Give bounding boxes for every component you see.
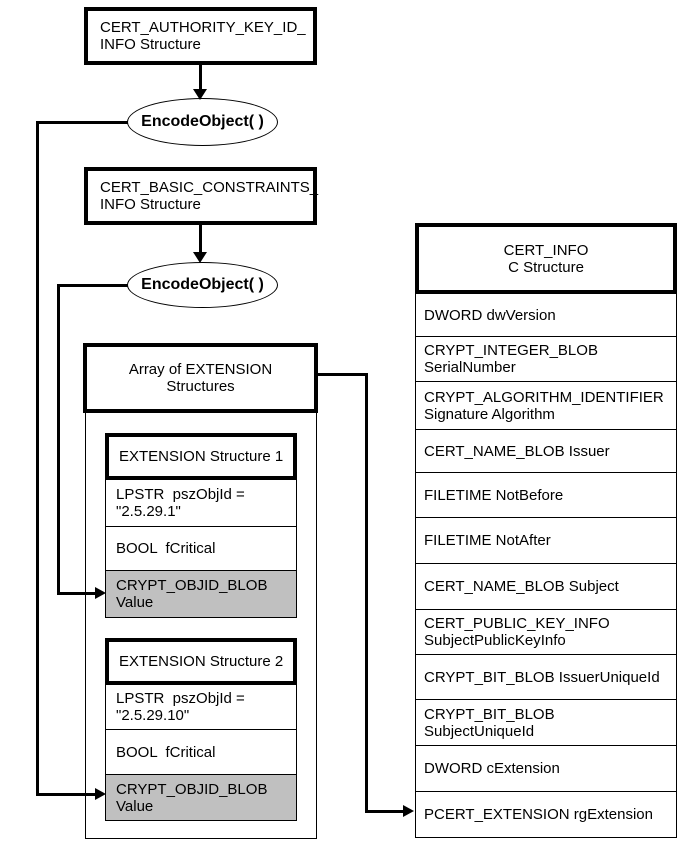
extension-structure-1-table: LPSTR pszObjId = "2.5.29.1" BOOL fCritic… xyxy=(105,480,297,618)
extension1-pszobjid-cell: LPSTR pszObjId = "2.5.29.1" xyxy=(106,480,296,527)
extension-structure-1-header: EXTENSION Structure 1 xyxy=(105,433,297,480)
connector-segment xyxy=(365,373,368,813)
cert-info-header: CERT_INFO C Structure xyxy=(415,223,677,294)
extension2-fcritical-cell: BOOL fCritical xyxy=(106,730,296,775)
cert-info-row-issueruniqueid: CRYPT_BIT_BLOB IssuerUniqueId xyxy=(416,655,676,700)
extension2-pszobjid-cell: LPSTR pszObjId = "2.5.29.10" xyxy=(106,685,296,730)
extension-structure-2-header: EXTENSION Structure 2 xyxy=(105,638,297,685)
connector-segment xyxy=(57,592,96,595)
connector-segment xyxy=(36,121,128,124)
encode-object-ellipse-2: EncodeObject( ) xyxy=(127,262,278,308)
extension-structure-2-table: LPSTR pszObjId = "2.5.29.10" BOOL fCriti… xyxy=(105,685,297,821)
arrow-authority-to-encode1 xyxy=(199,65,202,91)
cert-info-table: DWORD dwVersion CRYPT_INTEGER_BLOB Seria… xyxy=(415,294,677,838)
extension1-value-cell: CRYPT_OBJID_BLOB Value xyxy=(106,571,296,617)
cert-info-row-serialnumber: CRYPT_INTEGER_BLOB SerialNumber xyxy=(416,337,676,382)
cert-info-row-subjectpublickeyinfo: CERT_PUBLIC_KEY_INFO SubjectPublicKeyInf… xyxy=(416,610,676,655)
cert-info-row-issuer: CERT_NAME_BLOB Issuer xyxy=(416,430,676,473)
arrowhead-down-icon xyxy=(193,252,207,263)
cert-info-row-signature-algorithm: CRYPT_ALGORITHM_IDENTIFIER Signature Alg… xyxy=(416,382,676,430)
connector-segment xyxy=(365,810,405,813)
encode-object-ellipse-1: EncodeObject( ) xyxy=(127,98,278,146)
connector-segment xyxy=(318,373,368,376)
cert-info-row-subjectuniqueid: CRYPT_BIT_BLOB SubjectUniqueId xyxy=(416,700,676,746)
cert-info-row-dwversion: DWORD dwVersion xyxy=(416,294,676,337)
cert-info-row-notafter: FILETIME NotAfter xyxy=(416,518,676,564)
cert-basic-constraints-info-box: CERT_BASIC_CONSTRAINTS_ INFO Structure xyxy=(84,167,318,225)
arrowhead-right-icon xyxy=(403,805,414,817)
extension1-fcritical-cell: BOOL fCritical xyxy=(106,527,296,571)
connector-segment xyxy=(57,284,128,287)
arrowhead-right-icon xyxy=(95,587,106,599)
extension2-value-cell: CRYPT_OBJID_BLOB Value xyxy=(106,775,296,820)
cert-info-row-cextension: DWORD cExtension xyxy=(416,746,676,792)
cert-info-row-subject: CERT_NAME_BLOB Subject xyxy=(416,564,676,610)
cert-info-row-notbefore: FILETIME NotBefore xyxy=(416,473,676,518)
arrowhead-right-icon xyxy=(95,788,106,800)
cert-info-row-rgextension: PCERT_EXTENSION rgExtension xyxy=(424,806,653,823)
arrow-basic-to-encode2 xyxy=(199,225,202,253)
array-of-extension-structures-box: Array of EXTENSION Structures xyxy=(83,343,318,413)
connector-segment xyxy=(57,284,60,595)
connector-segment xyxy=(36,121,39,796)
arrowhead-down-icon xyxy=(193,89,207,100)
cert-authority-key-id-info-box: CERT_AUTHORITY_KEY_ID_ INFO Structure xyxy=(84,7,317,65)
connector-segment xyxy=(36,793,96,796)
